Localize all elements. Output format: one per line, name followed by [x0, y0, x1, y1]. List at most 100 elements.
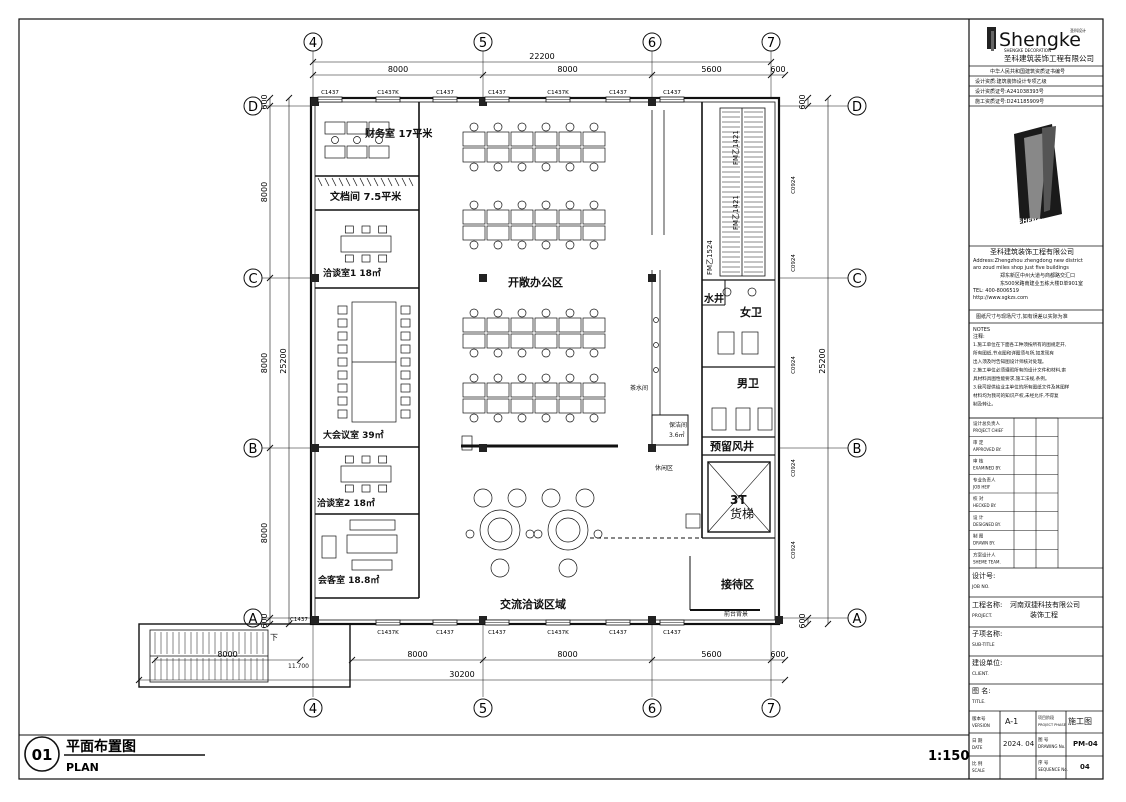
workstation-desk	[462, 398, 486, 414]
lounge-chair	[507, 488, 527, 508]
meeting-table	[340, 465, 392, 483]
drawing-cn: 图 号	[1038, 737, 1049, 743]
workstation-desk	[510, 225, 534, 241]
sheet-border	[18, 18, 1104, 780]
dim-left-label: 8000	[260, 182, 269, 202]
dim-left-total-label: 25200	[279, 348, 288, 373]
conference-chair	[337, 318, 348, 328]
office-chair	[589, 162, 599, 172]
conference-chair	[337, 305, 348, 315]
workstation-desk	[582, 317, 606, 333]
plan-number: 01	[32, 746, 53, 764]
dim-bottom-tick	[781, 656, 789, 664]
dim-stair-label: 8000	[217, 650, 237, 659]
office-chair	[469, 200, 479, 210]
company-url: http://www.sgkzs.com	[973, 295, 1028, 301]
dimension-note: 图纸尺寸与现场尺寸,如有误差以实际为准	[976, 313, 1068, 320]
role-cn: 校 对	[973, 495, 984, 502]
dim-top-label: 8000	[557, 65, 577, 74]
archive-shelf	[387, 177, 393, 187]
column	[648, 274, 656, 282]
toilet-stall	[757, 407, 773, 431]
project-value1: 河南双捷科技有限公司	[1010, 600, 1080, 609]
workstation-desk	[486, 333, 510, 349]
meeting-chair	[378, 254, 388, 263]
column	[479, 274, 487, 282]
office-chair	[541, 122, 551, 132]
dim-right-total-tick	[824, 620, 832, 628]
note-line: 具材料具图性能要求,施工法规,条例。	[973, 375, 1049, 382]
label-elev-level: 11.700	[288, 663, 309, 670]
column	[311, 274, 319, 282]
office-chair	[517, 122, 527, 132]
label-women: 女卫	[740, 305, 762, 319]
logo-stripe2	[1042, 126, 1056, 212]
role-cn: 专业负责人	[973, 476, 996, 483]
workstation-desk	[486, 398, 510, 414]
workstation-desk	[486, 382, 510, 398]
finance-desk	[324, 145, 346, 159]
note-line: 3.我司提供给业主单位的所有图纸文件及其图样	[973, 384, 1070, 391]
office-chair	[469, 373, 479, 383]
window-bottom-label: C1437	[609, 630, 627, 636]
office-chair	[589, 348, 599, 358]
label-elevator-tag: 3T	[730, 493, 747, 507]
phase-cn: 项目阶段	[1038, 714, 1054, 720]
dim-right-top-label: 600	[798, 94, 807, 109]
role-cn: 设 计	[973, 514, 984, 521]
label-stair-down: 下	[270, 633, 278, 642]
workstation-desk	[486, 317, 510, 333]
finance-desk	[324, 121, 346, 135]
pantry-appliance	[653, 317, 659, 323]
workstation-desk	[558, 398, 582, 414]
window-bottom-label: C1437	[488, 630, 506, 636]
finance-desk	[346, 145, 368, 159]
dim-right-top-tick	[804, 94, 812, 102]
workstation-desk	[534, 131, 558, 147]
column	[479, 444, 487, 452]
stair-well	[719, 107, 766, 277]
address-cn2: 东500米路南建业五栋大楼D单901室	[1000, 280, 1083, 287]
archive-shelf	[345, 177, 351, 187]
label-leisure: 休闲区	[655, 464, 673, 472]
dim-top-label: 5600	[701, 65, 721, 74]
date-cn: 日 期	[972, 738, 983, 744]
lounge-sofa-ring	[547, 509, 589, 551]
conference-chair	[400, 357, 411, 367]
job-no-cn: 设计号:	[972, 571, 995, 580]
label-fire-door3: FM乙1524	[706, 240, 714, 275]
label-fire-door1: FM乙1421	[732, 130, 740, 165]
scale-cn: 比 例	[972, 760, 983, 767]
label-finance: 财务室 17平米	[364, 127, 433, 140]
grid-label-row: A	[853, 612, 862, 627]
meeting-chair	[378, 225, 388, 234]
office-chair	[589, 200, 599, 210]
role-en: PROJECT CHIEF	[973, 428, 1004, 433]
building-walls	[138, 96, 781, 688]
armchair	[321, 535, 337, 559]
cert-design-no: 设计资质证号:A241038393号	[975, 88, 1044, 95]
workstation-desk	[510, 209, 534, 225]
office-chair	[589, 373, 599, 383]
role-cn: 方案设计人	[973, 551, 996, 558]
lower-stair-wall	[138, 623, 351, 688]
meeting-chair	[378, 484, 388, 493]
notes-cn: 注释:	[973, 333, 985, 340]
office-chair	[469, 122, 479, 132]
reception-chair	[685, 513, 701, 529]
grid-bubble	[847, 96, 867, 116]
window-top-label: C1437	[436, 90, 454, 96]
cert-build-no: 施工资质证号:D241185909号	[975, 98, 1044, 105]
water-dispenser	[461, 435, 473, 451]
workstation-desk	[510, 131, 534, 147]
column	[479, 616, 487, 624]
label-meeting1: 洽谈室1 18㎡	[323, 267, 381, 279]
conference-chair	[337, 370, 348, 380]
shengke-logo: SHENGKE	[1014, 124, 1062, 225]
lounge-chair	[558, 558, 578, 578]
dim-top-total-label: 22200	[529, 52, 554, 61]
conference-chair	[337, 344, 348, 354]
project-value2: 装饰工程	[1030, 610, 1058, 619]
dim-right-total-label: 25200	[818, 348, 827, 373]
workstation-desk	[534, 225, 558, 241]
